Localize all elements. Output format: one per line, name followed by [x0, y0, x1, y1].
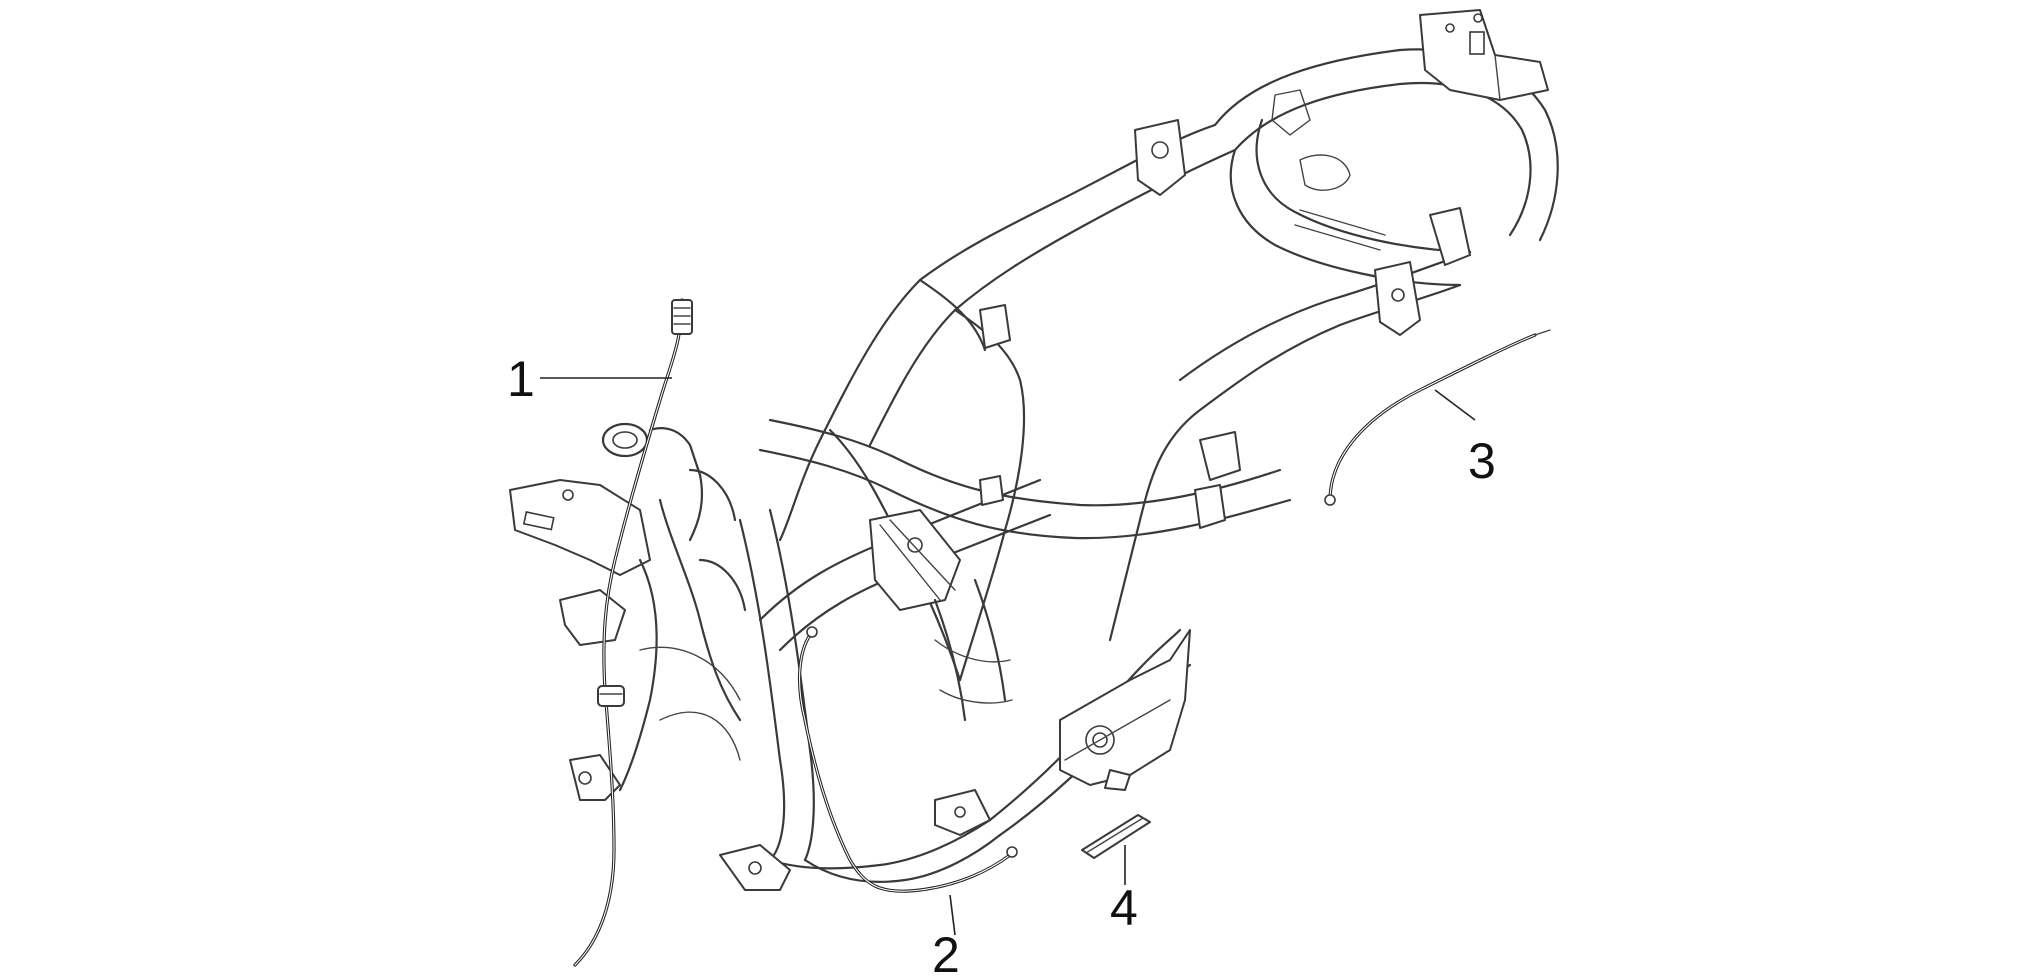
callout-labels: 1 2 3 4	[507, 351, 1496, 976]
middle-cross-structure	[758, 304, 1292, 652]
center-stand-struts	[933, 578, 1013, 722]
rear-frame-loop	[1213, 9, 1559, 287]
part-4-rubber-strip	[1081, 814, 1151, 859]
chassis-frame	[509, 9, 1559, 891]
upper-side-tubes	[778, 119, 1472, 682]
lower-floor-tubes	[719, 508, 1192, 891]
callout-3: 3	[1468, 433, 1496, 489]
cable-part-2	[797, 626, 1018, 893]
leader-line-2	[949, 894, 956, 936]
cable-part-3	[1324, 329, 1551, 506]
engine-mount-bracket	[1059, 629, 1191, 791]
callout-2: 2	[932, 927, 960, 976]
front-head-section	[509, 422, 747, 801]
callout-1: 1	[507, 351, 535, 407]
leader-line-3	[1434, 389, 1476, 421]
cable-part-1	[573, 298, 693, 967]
callout-4: 4	[1110, 880, 1138, 936]
leader-lines	[540, 377, 1476, 936]
